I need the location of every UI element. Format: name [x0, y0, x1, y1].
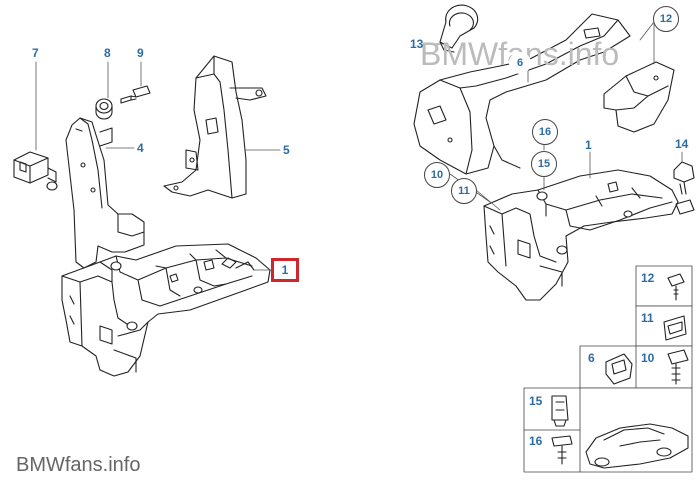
- watermark-bottom: BMWfans.info: [16, 454, 141, 476]
- label-10[interactable]: 10: [424, 162, 450, 188]
- label-7[interactable]: 7: [32, 46, 39, 60]
- thumb-label-6[interactable]: 6: [588, 351, 595, 365]
- part-14-bolt: [673, 161, 695, 195]
- leader-lines-left: [35, 61, 281, 271]
- label-1-highlighted[interactable]: 1: [271, 258, 299, 282]
- label-14[interactable]: 14: [675, 137, 689, 151]
- label-6-right[interactable]: 6: [509, 52, 531, 74]
- part-5-bracket: [163, 55, 267, 199]
- part-7-sensor: [13, 151, 58, 191]
- thumb-label-16[interactable]: 16: [529, 434, 543, 448]
- part-13-clamp: [439, 4, 479, 53]
- label-11[interactable]: 11: [451, 178, 477, 204]
- thumb-label-15[interactable]: 15: [529, 394, 543, 408]
- thumb-label-10[interactable]: 10: [641, 351, 655, 365]
- part-1-carrier: [61, 243, 271, 377]
- thumb-10-bolt-icon: [667, 349, 689, 385]
- label-5[interactable]: 5: [283, 143, 290, 157]
- thumb-11-clip-nut-icon: [663, 315, 687, 341]
- label-16[interactable]: 16: [532, 119, 558, 145]
- part-1-carrier-right: [483, 169, 695, 301]
- part-12-bracket: [603, 61, 675, 133]
- label-1-right[interactable]: 1: [585, 138, 592, 152]
- label-12[interactable]: 12: [653, 6, 679, 32]
- thumb-car-icon: [585, 423, 689, 469]
- thumb-12-screw-icon: [667, 273, 685, 301]
- thumb-label-12[interactable]: 12: [641, 271, 655, 285]
- part-9-screw: [120, 85, 151, 104]
- part-4-bracket: [65, 117, 145, 269]
- label-4[interactable]: 4: [137, 141, 144, 155]
- label-8[interactable]: 8: [104, 46, 111, 60]
- thumb-6-grommet-icon: [605, 353, 633, 385]
- label-9[interactable]: 9: [137, 46, 144, 60]
- thumb-label-11[interactable]: 11: [641, 311, 654, 325]
- label-13[interactable]: 13: [410, 37, 424, 51]
- part-8-grommet: [95, 98, 113, 120]
- thumb-15-clip-icon: [551, 395, 569, 427]
- label-15[interactable]: 15: [531, 151, 557, 177]
- thumb-16-screw-icon: [551, 435, 573, 465]
